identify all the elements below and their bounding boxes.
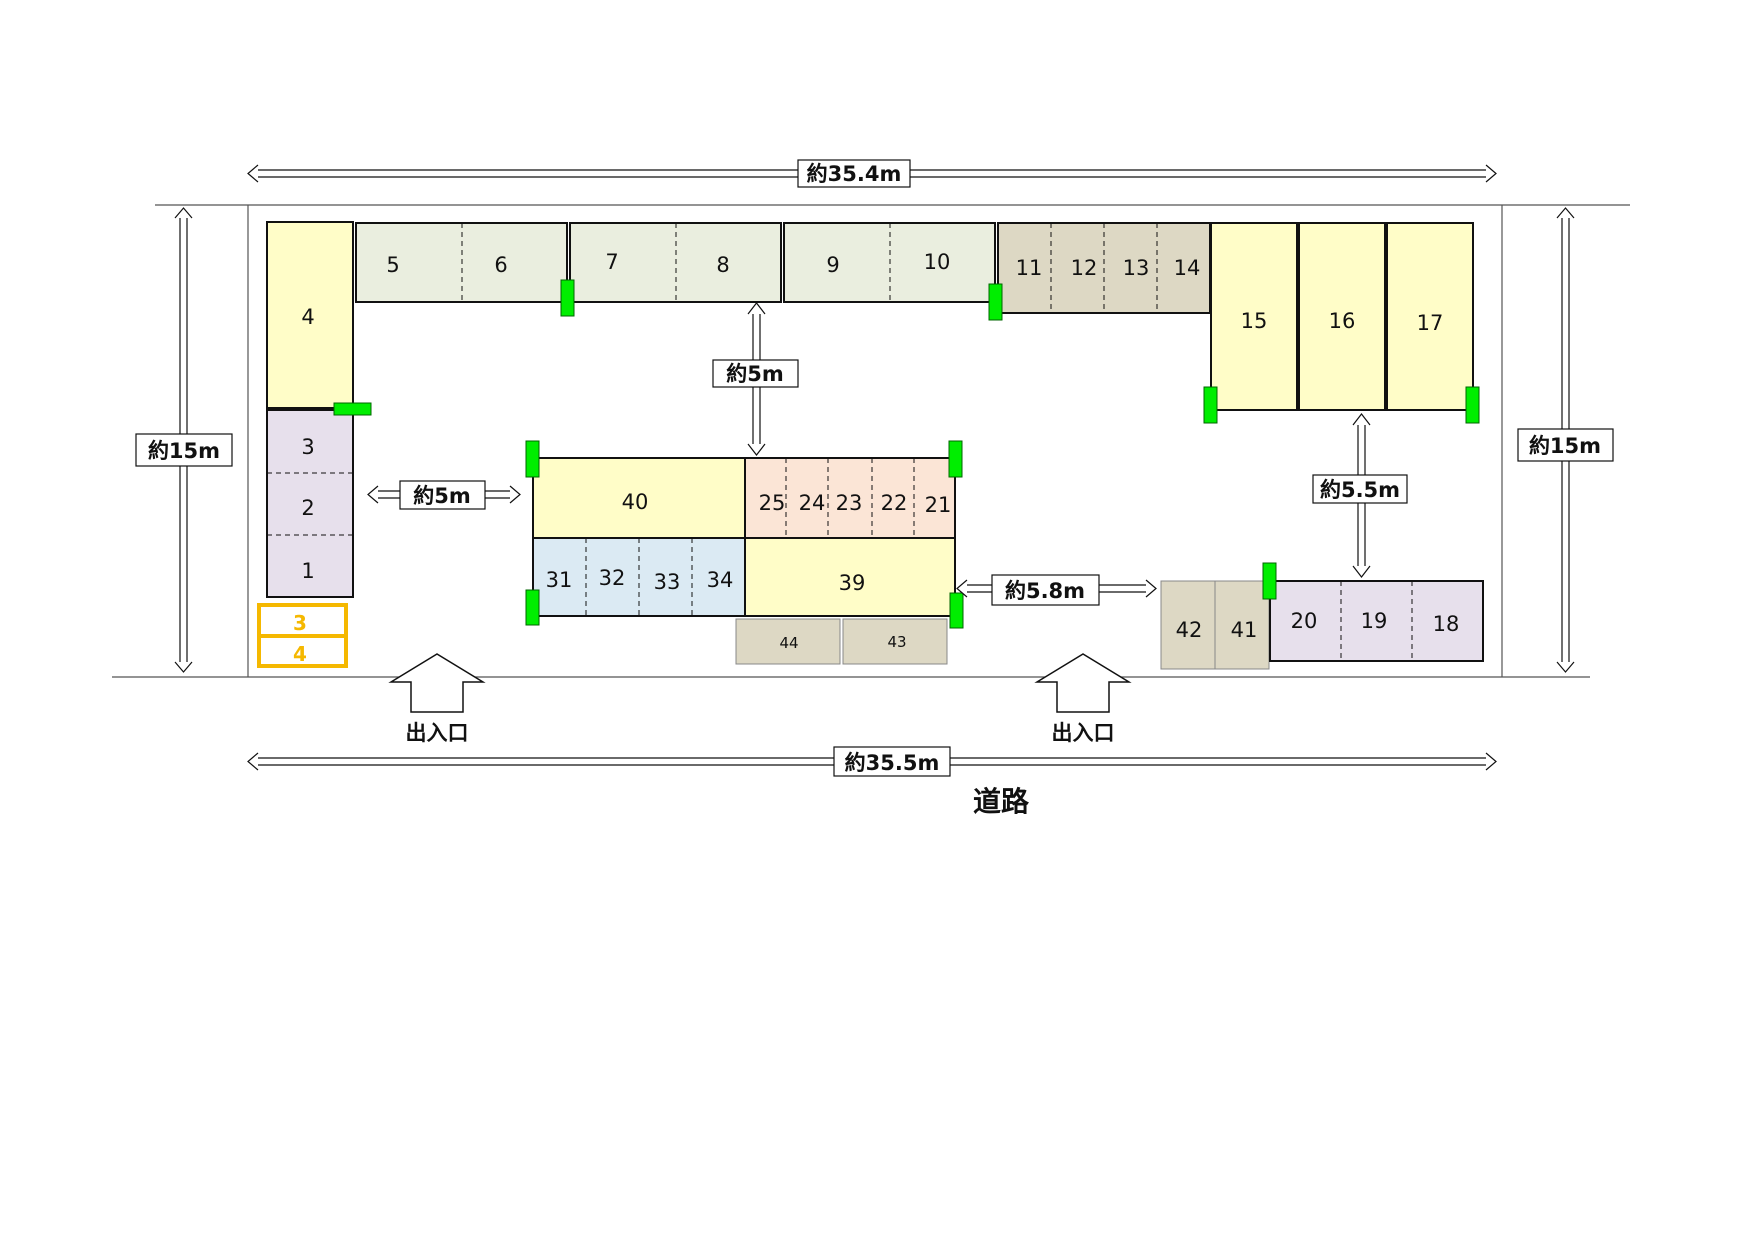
lots-31-34-block: 31 32 33 34 <box>532 537 746 617</box>
lot-39: 39 <box>744 537 956 617</box>
lot-42: 42 <box>1160 580 1216 670</box>
dimension-bottom-label: 約35.5m <box>845 751 940 775</box>
marker-lot-21 <box>948 440 963 478</box>
lots-9-10-block: 9 10 <box>783 222 996 303</box>
lot-4: 4 <box>266 221 354 409</box>
entrance-left-label: 出入口 <box>406 721 469 745</box>
lots-21-25-block: 25 24 23 22 21 <box>744 457 956 539</box>
lot-1: 1 <box>301 559 314 583</box>
site-boundary <box>112 204 1630 678</box>
svg-text:17: 17 <box>1417 311 1444 335</box>
entrance-left: 出入口 <box>388 653 486 745</box>
lot-17: 17 <box>1386 222 1474 411</box>
lot-25: 25 <box>759 491 786 515</box>
lot-8: 8 <box>716 253 729 277</box>
lot-33: 33 <box>654 570 681 594</box>
dimension-top-label: 約35.4m <box>807 162 902 186</box>
lot-10: 10 <box>924 250 951 274</box>
dimension-left-depth: 約15m <box>135 207 233 673</box>
svg-text:42: 42 <box>1176 618 1203 642</box>
gap-left-horizontal-label: 約5m <box>413 484 471 508</box>
gap-right-vertical-label: 約5.5m <box>1320 478 1400 502</box>
marker-lot-31 <box>525 589 540 626</box>
lot-21: 21 <box>925 493 952 517</box>
marker-lot-4 <box>333 402 372 416</box>
lot-22: 22 <box>881 491 908 515</box>
gap-center-vertical-label: 約5m <box>726 362 784 386</box>
entrance-arrow-icon <box>1034 653 1132 713</box>
gap-center-vertical: 約5m <box>712 302 799 456</box>
svg-text:41: 41 <box>1231 618 1258 642</box>
svg-text:16: 16 <box>1329 309 1356 333</box>
lots-7-8-block: 7 8 <box>569 222 782 303</box>
lot-44: 44 <box>735 618 841 665</box>
lot-15: 15 <box>1210 222 1298 411</box>
marker-lot-39 <box>949 592 964 629</box>
entrance-right: 出入口 <box>1034 653 1132 745</box>
svg-text:43: 43 <box>887 633 906 651</box>
svg-text:40: 40 <box>622 490 649 514</box>
gap-left-horizontal: 約5m <box>367 480 521 510</box>
road-label: 道路 <box>973 785 1030 818</box>
svg-text:44: 44 <box>779 634 798 652</box>
lot-16: 16 <box>1298 222 1386 411</box>
lot-9: 9 <box>826 253 839 277</box>
dimension-top-width: 約35.4m <box>247 159 1497 188</box>
green-markers <box>333 279 1480 629</box>
lot-18: 18 <box>1433 612 1460 636</box>
marker-lot-15 <box>1203 386 1218 424</box>
lot-41: 41 <box>1214 580 1270 670</box>
lot-13: 13 <box>1123 256 1150 280</box>
marker-lot-17 <box>1465 386 1480 424</box>
lot-31: 31 <box>546 568 573 592</box>
lot-11: 11 <box>1016 256 1043 280</box>
lot-40: 40 <box>532 457 746 539</box>
lot-12: 12 <box>1071 256 1098 280</box>
svg-text:15: 15 <box>1241 309 1268 333</box>
lot-24: 24 <box>799 491 826 515</box>
entrance-arrow-icon <box>388 653 486 713</box>
marker-lot-40 <box>525 440 540 478</box>
lot-2: 2 <box>301 496 314 520</box>
lots-11-14-block: 11 12 13 14 <box>997 222 1211 314</box>
lots-5-6-block: 5 6 <box>355 222 568 303</box>
marker-lot-41 <box>1262 562 1277 600</box>
lot-43: 43 <box>842 618 948 665</box>
lot-34: 34 <box>707 568 734 592</box>
lot-14: 14 <box>1174 256 1201 280</box>
lot-19: 19 <box>1361 609 1388 633</box>
marker-lot-10 <box>988 283 1003 321</box>
lots-1-3-block: 3 2 1 <box>266 409 354 598</box>
dimension-bottom-width: 約35.5m <box>247 746 1497 777</box>
lot-3: 3 <box>301 435 314 459</box>
lot-20: 20 <box>1291 609 1318 633</box>
lot-7: 7 <box>605 250 618 274</box>
dimension-right-label: 約15m <box>1529 434 1601 458</box>
lots-18-20-block: 20 19 18 <box>1269 580 1484 662</box>
lot-32: 32 <box>599 566 626 590</box>
svg-text:39: 39 <box>839 571 866 595</box>
lot-5: 5 <box>386 253 399 277</box>
marker-lot-6 <box>560 279 575 317</box>
dimension-left-label: 約15m <box>148 439 220 463</box>
dimension-right-depth: 約15m <box>1517 207 1614 673</box>
entrance-right-label: 出入口 <box>1052 721 1115 745</box>
gap-right-horizontal: 約5.8m <box>956 574 1157 606</box>
lot-6: 6 <box>494 253 507 277</box>
gap-right-horizontal-label: 約5.8m <box>1005 579 1085 603</box>
outside-lots: 3 4 <box>257 603 348 668</box>
lot-23: 23 <box>836 491 863 515</box>
outside-lot-4: 4 <box>293 642 307 666</box>
svg-text:4: 4 <box>301 305 314 329</box>
outside-lot-3: 3 <box>293 611 307 635</box>
gap-right-vertical: 約5.5m <box>1312 413 1408 578</box>
